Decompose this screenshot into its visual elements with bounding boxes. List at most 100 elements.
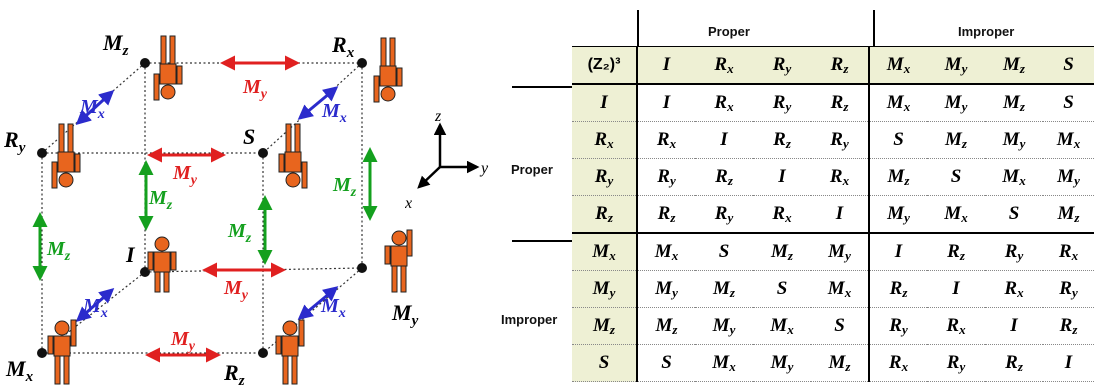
cube-vertices (37, 58, 367, 358)
table-cell: Ry (868, 307, 927, 345)
table-cell: I (868, 232, 927, 271)
vertex-label-mx: Mx (5, 356, 34, 385)
table-cell: I (753, 158, 811, 196)
table-cell: S (753, 270, 811, 308)
table-cell: Mz (753, 232, 811, 271)
vertex-label-rz: Rz (223, 360, 245, 389)
col-group-proper: Proper (708, 24, 750, 39)
table-cell: Rx (753, 195, 811, 234)
table-cell: My (637, 270, 695, 308)
row-header: I (572, 84, 638, 122)
table-cell: Rz (985, 344, 1043, 382)
edge-label-my-4: My (170, 328, 196, 354)
edge-label-mx-2: Mx (321, 100, 347, 126)
table-cell: Rz (868, 270, 927, 308)
table-cell: Ry (637, 158, 695, 196)
vertex-label-mz: Mz (102, 30, 129, 59)
cube-diagram: Mz Rx Ry S I My Mx Rz My My My My Mx Mx … (3, 30, 419, 389)
table-cell: Rz (753, 121, 811, 159)
table-cell: I (927, 270, 985, 308)
figure-S (278, 123, 308, 189)
figure-Ry (51, 123, 81, 189)
table-cell: Mx (985, 158, 1043, 196)
table-cell: Ry (695, 195, 753, 234)
table-cell: S (695, 232, 753, 271)
table-cell: Rx (1043, 232, 1094, 271)
row-header: Mx (572, 232, 638, 271)
row-group-improper: Improper (501, 312, 558, 327)
table-cell: Rz (1043, 307, 1094, 345)
vertex-label-i: I (125, 242, 136, 267)
table-cell: Mz (927, 121, 985, 159)
row-header: Ry (572, 158, 638, 196)
col-group-line-2 (873, 10, 875, 46)
table-cell: Rz (927, 232, 985, 271)
edge-label-my-2: My (172, 162, 198, 188)
edge-label-mz-3: Mz (46, 238, 71, 264)
table-cell: My (753, 344, 811, 382)
table-cell: Rx (637, 121, 695, 159)
column-header: I (637, 46, 695, 85)
table-cell: I (985, 307, 1043, 345)
table-cell: Rx (811, 158, 869, 196)
edge-label-mz-1: Mz (148, 187, 173, 213)
row-group-proper: Proper (511, 162, 553, 177)
table-cell: Mx (753, 307, 811, 345)
table-cell: Rx (695, 84, 753, 122)
table-cell: My (868, 195, 927, 234)
figure-I (147, 236, 177, 293)
col-group-improper: Improper (958, 24, 1015, 39)
col-group-line-1 (637, 10, 639, 46)
axis-x-label: x (405, 195, 412, 212)
column-header: Mx (868, 46, 927, 85)
column-header: Mz (985, 46, 1043, 85)
column-header: Rx (695, 46, 753, 85)
table-cell: S (811, 307, 869, 345)
column-header: Rz (811, 46, 869, 85)
arrows-mz (32, 147, 378, 281)
row-header: Rx (572, 121, 638, 159)
figure-My (384, 229, 413, 293)
row-header: Mz (572, 307, 638, 345)
table-cell: Mz (868, 158, 927, 196)
vertex-label-rx: Rx (331, 32, 355, 61)
figure-Rz (275, 319, 305, 385)
table-cell: Ry (985, 232, 1043, 271)
table-cell: Mx (927, 195, 985, 234)
table-cell: Rx (985, 270, 1043, 308)
table-cell: Mz (695, 270, 753, 308)
row-header: Rz (572, 195, 638, 234)
row-group-line-1 (512, 86, 572, 88)
figure-Rx (373, 37, 403, 103)
table-cell: Ry (753, 84, 811, 122)
table-cell: S (868, 121, 927, 159)
axis-y-label: y (479, 160, 489, 177)
table-cell: Rz (811, 84, 869, 122)
table-cell: Mz (811, 344, 869, 382)
arrows-my (145, 55, 300, 363)
table-cell: I (637, 84, 695, 122)
table-cell: Mx (811, 270, 869, 308)
table-cell: I (1043, 344, 1094, 382)
arrows-mx (75, 86, 339, 322)
table-cell: S (927, 158, 985, 196)
vertex-label-ry: Ry (3, 127, 26, 156)
table-cell: My (811, 232, 869, 271)
edge-label-mx-4: Mx (320, 295, 346, 321)
table-cell: S (985, 195, 1043, 234)
table-cell: Mz (637, 307, 695, 345)
table-cell: S (637, 344, 695, 382)
column-header: Ry (753, 46, 811, 85)
vertex-label-my: My (391, 300, 419, 329)
edge-label-mz-4: Mz (227, 220, 252, 246)
table-cell: Mz (1043, 195, 1094, 234)
figure-Mx (47, 319, 77, 385)
table-cell: My (927, 84, 985, 122)
edge-label-my-3: My (223, 277, 249, 303)
